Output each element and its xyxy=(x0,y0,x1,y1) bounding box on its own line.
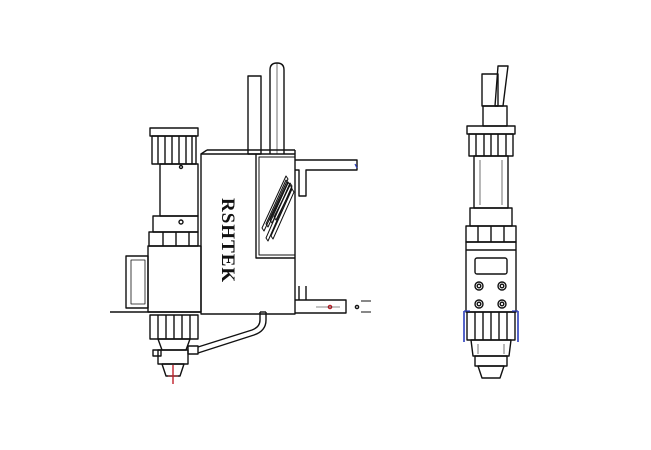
front-knob xyxy=(474,281,484,291)
front-view xyxy=(463,65,519,379)
side-vent-slots xyxy=(261,175,295,242)
front-knob xyxy=(474,299,484,309)
front-controller xyxy=(465,241,517,313)
side-nozzle xyxy=(149,314,199,384)
front-nozzle-tip xyxy=(470,339,512,379)
side-top-bracket xyxy=(295,159,358,197)
side-bottom-bracket xyxy=(295,286,371,314)
front-top-tubes xyxy=(481,65,509,127)
side-top-tubes xyxy=(247,62,285,155)
front-knob xyxy=(497,299,507,309)
side-motor-column xyxy=(110,127,202,313)
side-view: RSHTEK xyxy=(110,62,371,384)
front-knob xyxy=(497,281,507,291)
front-cap xyxy=(466,125,516,157)
side-main-body xyxy=(200,149,296,315)
brand-logo-text: RSHTEK xyxy=(217,198,238,283)
front-shaft xyxy=(465,155,517,243)
front-nozzle-collar xyxy=(463,310,519,342)
front-display-window xyxy=(474,257,508,275)
side-feed-tube xyxy=(197,311,267,354)
